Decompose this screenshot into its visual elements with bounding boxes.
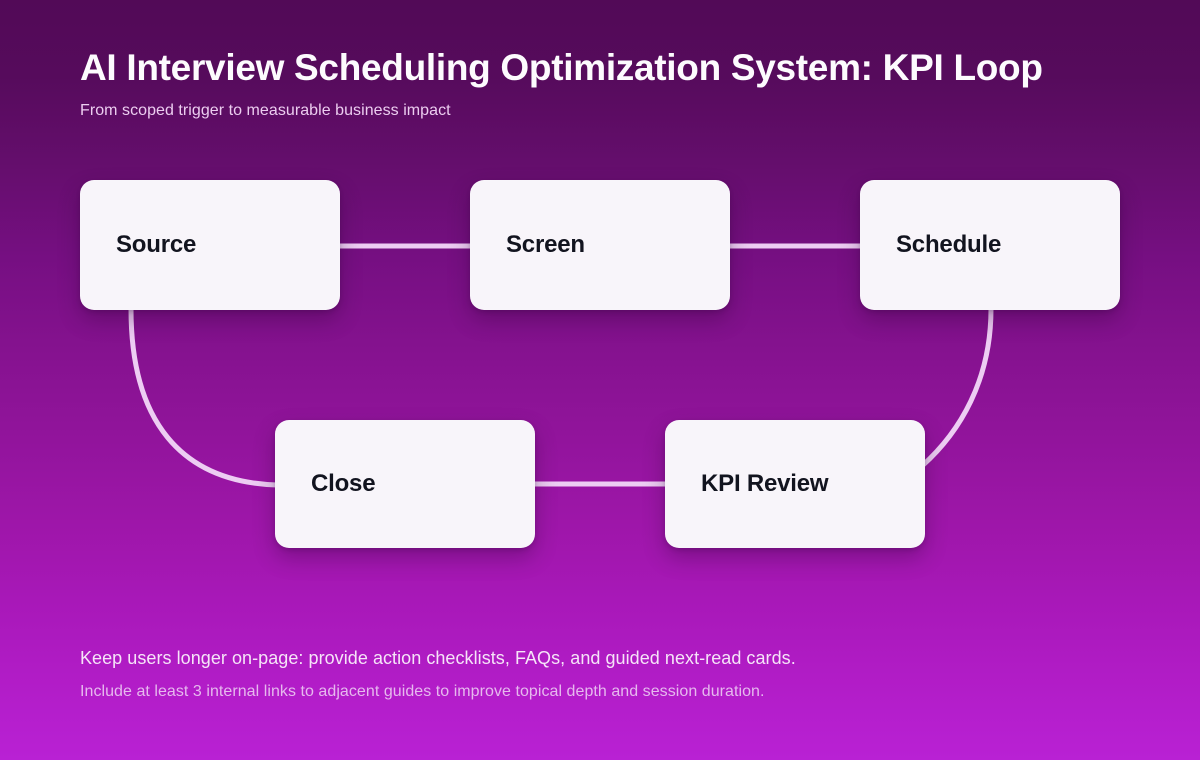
header: AI Interview Scheduling Optimization Sys… xyxy=(80,44,1200,122)
node-screen-label: Screen xyxy=(506,231,585,258)
node-close[interactable]: Close xyxy=(275,420,535,548)
edge-schedule-kpi xyxy=(919,306,994,469)
node-source-label: Source xyxy=(116,231,197,258)
footer-note-secondary: Include at least 3 internal links to adj… xyxy=(80,683,765,700)
footer-note-primary: Keep users longer on-page: provide actio… xyxy=(80,648,796,668)
node-source[interactable]: Source xyxy=(80,180,340,310)
node-screen[interactable]: Screen xyxy=(470,180,730,310)
node-close-label: Close xyxy=(311,470,376,497)
footer-notes: Keep users longer on-page: provide actio… xyxy=(80,644,1140,704)
node-schedule-label: Schedule xyxy=(896,231,1002,258)
node-kpi-review-label: KPI Review xyxy=(701,470,829,497)
page-subtitle: From scoped trigger to measurable busine… xyxy=(80,102,451,119)
node-schedule[interactable]: Schedule xyxy=(860,180,1120,310)
node-kpi-review[interactable]: KPI Review xyxy=(665,420,925,548)
edge-close-source xyxy=(128,306,280,488)
page-title: AI Interview Scheduling Optimization Sys… xyxy=(80,47,1043,88)
